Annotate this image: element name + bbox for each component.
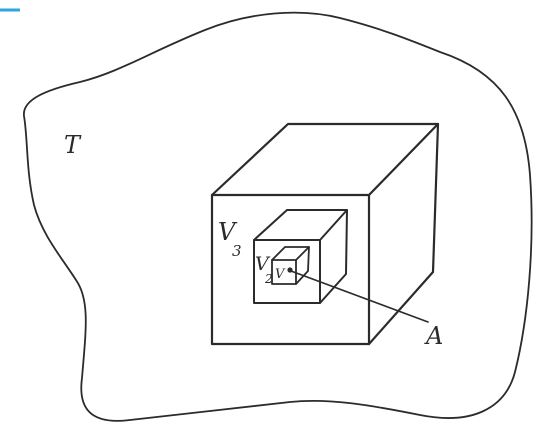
cube-v2-front-face <box>253 239 321 304</box>
label-region-t: T <box>64 131 82 159</box>
cube-v3-top-face <box>210 122 440 197</box>
point-a-leader-line <box>290 270 429 323</box>
cube-v3 <box>210 122 440 346</box>
label-v2: V <box>255 253 271 275</box>
cube-v2-side-face <box>319 209 348 304</box>
cube-v2-top-face <box>253 209 348 241</box>
cube-v3-side-face <box>367 122 440 346</box>
label-v1: V <box>275 267 286 282</box>
cube-v1-front-face <box>271 259 297 285</box>
region-t-boundary <box>23 11 533 422</box>
label-v2-subscript: 2 <box>264 272 273 286</box>
cube-v3-front-face <box>210 193 371 346</box>
label-point-a: A <box>424 322 443 350</box>
cube-v1 <box>271 246 310 285</box>
cube-v1-top-face <box>271 246 310 261</box>
cube-v1-side-face <box>295 246 310 285</box>
cube-v2 <box>253 209 348 304</box>
label-v3-subscript: 3 <box>232 242 242 260</box>
label-v3: V <box>218 218 238 246</box>
